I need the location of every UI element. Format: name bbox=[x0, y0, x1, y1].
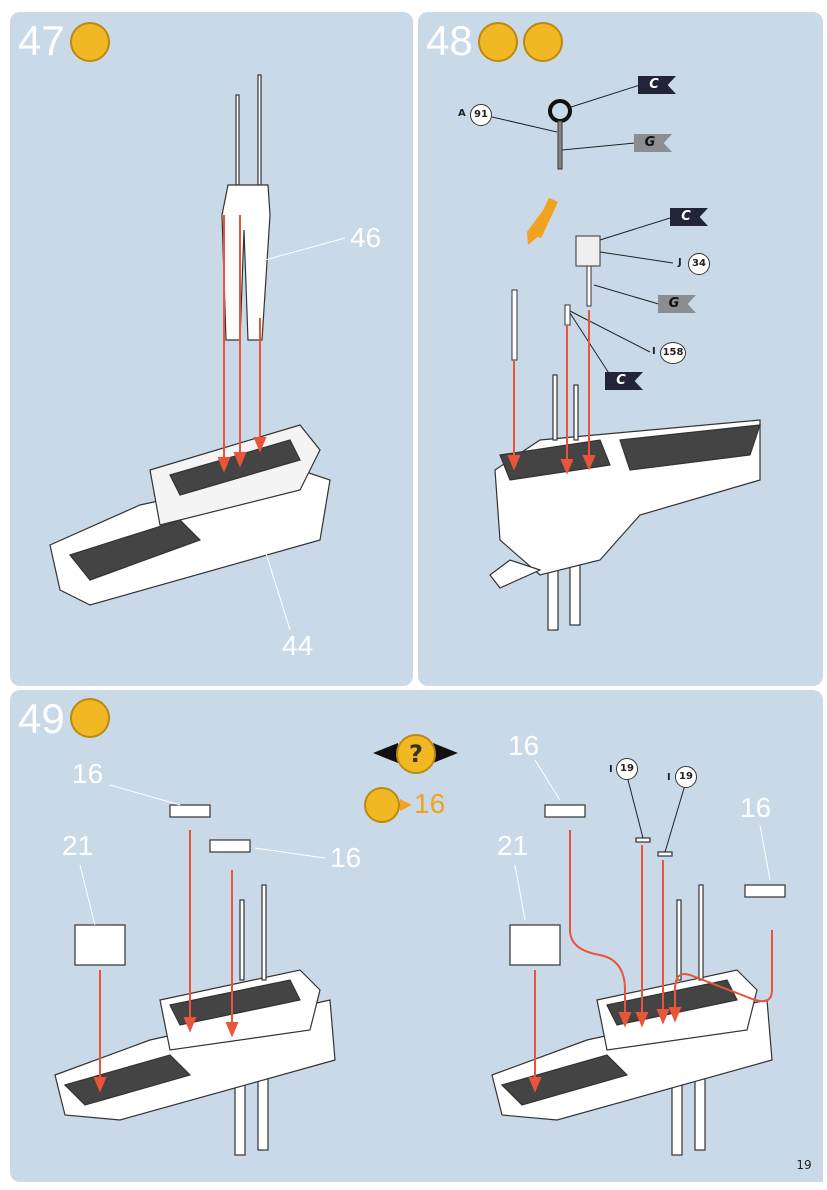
part-number-circle: 19 bbox=[616, 758, 638, 780]
part-prefix: J bbox=[678, 257, 682, 268]
part-label-16: 16 bbox=[740, 792, 772, 823]
part-label-44: 44 bbox=[282, 630, 314, 661]
part-label-16: 16 bbox=[330, 842, 362, 873]
part-label-21: 21 bbox=[497, 830, 529, 861]
color-flag-c: C bbox=[670, 208, 708, 226]
part-prefix: I bbox=[609, 764, 613, 775]
help-icon: ? bbox=[396, 734, 436, 774]
step-number: 47 bbox=[18, 17, 65, 64]
color-flag-c: C bbox=[638, 76, 676, 94]
glue-icon bbox=[478, 22, 518, 62]
part-number-circle: 34 bbox=[688, 253, 710, 275]
part-label-46: 46 bbox=[350, 222, 382, 253]
paint-brush-icon bbox=[523, 22, 563, 62]
page-number: 19 bbox=[785, 1148, 823, 1182]
step-number: 48 bbox=[426, 17, 473, 64]
part-prefix: A bbox=[458, 108, 466, 119]
part-prefix: I bbox=[652, 346, 656, 357]
part-number-circle: 91 bbox=[470, 104, 492, 126]
color-flag-g: G bbox=[634, 134, 672, 152]
color-flag-g: G bbox=[658, 295, 696, 313]
glue-icon bbox=[70, 22, 110, 62]
color-flag-c: C bbox=[605, 372, 643, 390]
part-label-16: 16 bbox=[508, 730, 540, 761]
part-label-21: 21 bbox=[62, 830, 94, 861]
part-label-16: 16 bbox=[72, 758, 104, 789]
instruction-book-icon bbox=[364, 787, 400, 823]
option-reference-number: 16 bbox=[414, 788, 446, 819]
part-number-circle: 19 bbox=[675, 766, 697, 788]
part-prefix: I bbox=[667, 772, 671, 783]
part-number-circle: 158 bbox=[660, 342, 686, 364]
glue-icon bbox=[70, 698, 110, 738]
step-number: 49 bbox=[18, 695, 65, 742]
